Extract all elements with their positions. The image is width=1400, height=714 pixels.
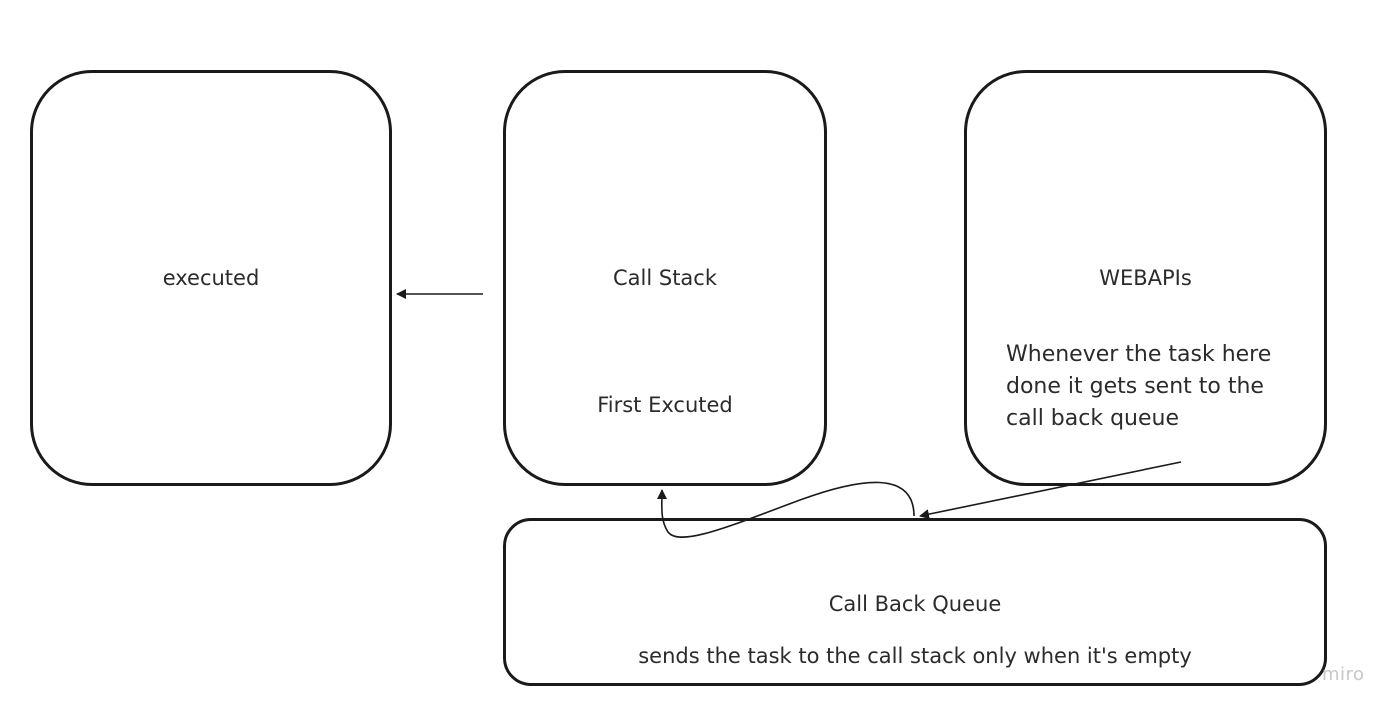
executed-node[interactable]: executed — [30, 70, 392, 486]
executed-label: executed — [162, 266, 260, 290]
call-stack-node[interactable]: Call Stack First Excuted — [503, 70, 827, 486]
callback-queue-title: Call Back Queue — [828, 592, 1002, 616]
call-stack-note: First Excuted — [597, 393, 733, 417]
web-apis-note: Whenever the task here done it gets sent… — [1006, 342, 1272, 431]
miro-watermark: miro — [1322, 664, 1365, 685]
web-apis-node[interactable]: WEBAPIs Whenever the task here done it g… — [964, 70, 1327, 486]
callback-queue-node[interactable]: Call Back Queue sends the task to the ca… — [503, 518, 1327, 686]
call-stack-title: Call Stack — [612, 266, 717, 290]
arrow-queue-to-callstack[interactable] — [656, 481, 915, 538]
web-apis-title: WEBAPIs — [1099, 266, 1192, 290]
arrow-webapis-to-queue[interactable] — [919, 461, 1182, 520]
callback-queue-note: sends the task to the call stack only wh… — [638, 644, 1192, 668]
